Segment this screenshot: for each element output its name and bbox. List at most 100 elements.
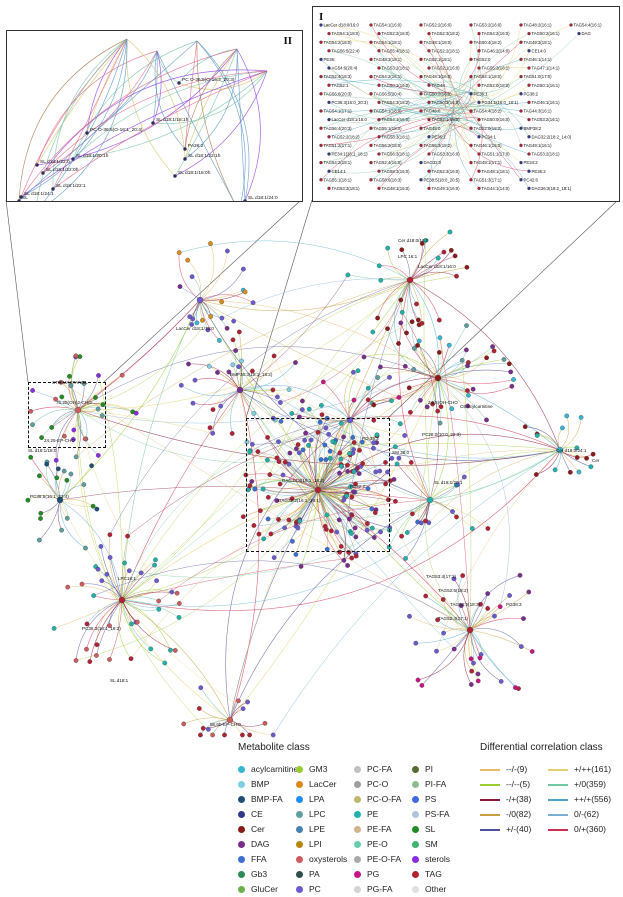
edge [380, 366, 439, 379]
legend-swatch [354, 856, 361, 863]
metabolite-node [185, 257, 191, 263]
metabolite-node [404, 330, 409, 336]
inset-I-node [377, 117, 381, 122]
inset-I-node [419, 109, 423, 113]
metabolite-node [282, 459, 288, 465]
edge [323, 381, 351, 421]
inset-I-node [319, 74, 323, 79]
metabolite-node [265, 457, 270, 463]
inset-I-edge [444, 126, 480, 172]
node-label-cer3: Cer [592, 458, 600, 463]
inset-connector-line [5, 199, 29, 383]
node-label-laccer1: LacCer d18:1/16:0 [418, 264, 456, 269]
node-label-lpc2: LPC18:1 [118, 576, 136, 581]
legend-item-pe: PE [354, 807, 401, 822]
inset-II-edge [20, 70, 268, 198]
inset-I-node [527, 31, 531, 36]
inset-I-label: TAG48:1(18:1) [482, 169, 511, 174]
inset-I-edge [320, 91, 471, 112]
metabolite-node [365, 521, 370, 526]
inset-I-label: TAG51:3(17:1) [474, 177, 503, 182]
metabolite-node [410, 511, 415, 517]
metabolite-node [409, 319, 415, 325]
metabolite-node [465, 403, 471, 409]
cross-edge [278, 449, 561, 521]
metabolite-node [206, 363, 212, 369]
inset-I-edge [460, 33, 481, 90]
inset-I-node [319, 109, 323, 113]
metabolite-node [286, 517, 292, 523]
inset-II-node [177, 81, 181, 85]
inset-II-label-sl11: SL d18:1/24:0 [248, 195, 278, 201]
edge [239, 389, 274, 419]
edge [317, 489, 328, 550]
legend-label: PE-FA [367, 824, 392, 834]
correlation-label: -/+(38) [506, 794, 532, 804]
metabolite-node [265, 494, 271, 500]
inset-II-edge [42, 50, 158, 174]
metabolite-node [240, 514, 246, 520]
inset-I-node [527, 100, 531, 105]
inset-I-label: PE36: [324, 57, 336, 62]
inset-I-node [319, 160, 323, 165]
metabolite-node [82, 436, 88, 442]
metabolite-node [83, 545, 88, 551]
metabolite-node [286, 387, 292, 392]
legend-swatch [238, 856, 245, 863]
inset-I-label: TAG54:1(18:0) [332, 31, 361, 36]
edge [75, 599, 123, 661]
hub-node [434, 374, 442, 382]
edge [409, 616, 471, 631]
inset-II-node [19, 195, 23, 199]
inset-I-label: TAG54:2(18:0) [324, 40, 353, 45]
metabolite-node [268, 531, 274, 537]
correlation-label: +/++(161) [574, 764, 612, 774]
legend-item-pc-o: PC-O [354, 777, 401, 792]
cross-edge [343, 279, 411, 561]
correlation-legend-item: -/+(38) [480, 792, 531, 807]
metabolite-node [351, 397, 357, 403]
inset-I-label: BMP38:2 [524, 126, 542, 131]
inset-I-label: TAG44:1(14:0) [482, 186, 511, 191]
hub-edge [349, 377, 439, 421]
correlation-swatch [548, 829, 568, 831]
edge [409, 271, 457, 281]
inset-I-label: TAG46:0 [424, 109, 441, 114]
metabolite-node [38, 516, 43, 521]
correlation-legend-item: 0/+(360) [548, 822, 611, 837]
edge [303, 440, 319, 491]
metabolite-node [154, 578, 159, 584]
metabolite-node [93, 395, 98, 400]
inset-I-label: DAG32:2(18:2_14:0) [532, 134, 572, 139]
metabolite-node [323, 457, 329, 462]
edge [469, 617, 524, 631]
correlation-class-column-2: +/++(161)+/0(359)++/+(556)0/-(62)0/+(360… [548, 762, 611, 837]
metabolite-node [218, 403, 224, 409]
edge [235, 350, 241, 391]
inset-I-label: LacCer d18:0/16:0 [324, 23, 360, 28]
edge [199, 243, 215, 301]
legend-label: Gb3 [251, 869, 268, 879]
legend-label: FFA [251, 854, 267, 864]
metabolite-node [44, 461, 50, 467]
edge [348, 370, 359, 421]
metabolite-node [440, 597, 446, 602]
cross-edge [280, 279, 411, 403]
metabolite-node [326, 431, 331, 437]
metabolite-node [413, 640, 419, 646]
metabolite-node [53, 457, 59, 463]
legend-item-lpe: LPE [296, 822, 347, 837]
metabolite-node [389, 455, 395, 461]
correlation-label: +/0(359) [574, 779, 606, 789]
metabolite-node [225, 248, 230, 254]
inset-I-node [519, 23, 523, 27]
inset-I-node [419, 126, 423, 130]
node-label-oxy1: 24,25-EP-CHO [44, 438, 75, 443]
metabolite-node [94, 506, 100, 512]
legend-item-bmp: BMP [238, 777, 298, 792]
inset-I-edge [451, 108, 522, 131]
metabolite-node [574, 445, 580, 451]
legend-swatch [296, 826, 303, 833]
metabolite-node [365, 397, 371, 403]
